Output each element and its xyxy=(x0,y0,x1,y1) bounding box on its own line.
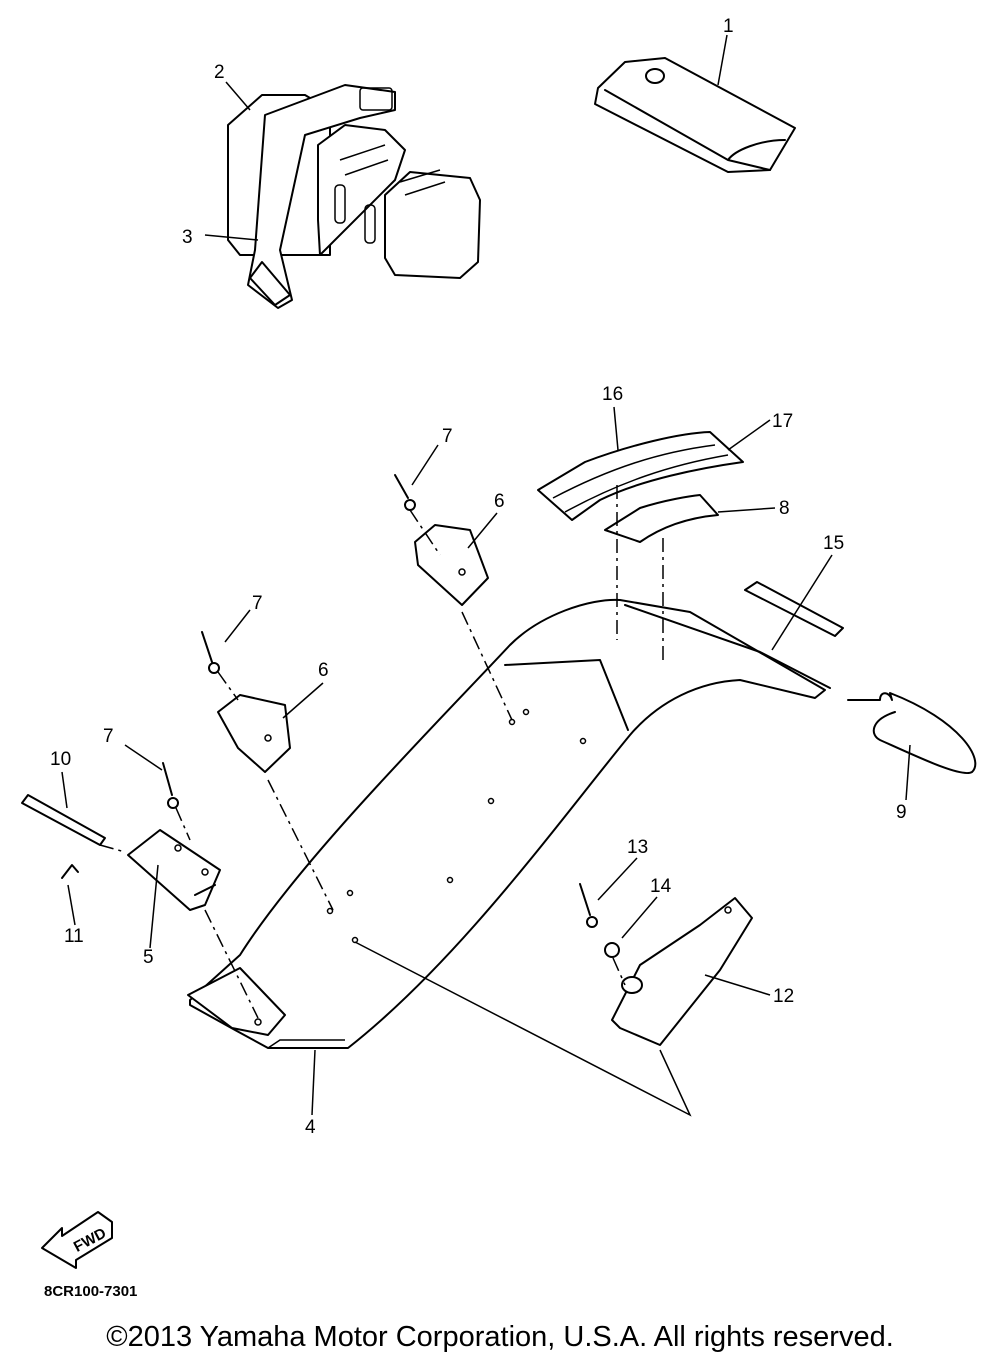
part-12-latch xyxy=(611,897,753,1046)
part-15-pad xyxy=(744,581,844,637)
callout-labels: 1 2 3 4 5 6 6 7 7 7 8 9 10 11 12 13 14 1… xyxy=(50,16,907,1138)
callout-10: 10 xyxy=(50,749,71,770)
callout-9: 9 xyxy=(896,802,907,823)
part-5-hinge-bracket xyxy=(127,829,221,911)
fwd-arrow: FWD xyxy=(41,1211,113,1269)
part-6-clip-lower xyxy=(217,694,291,773)
callout-2: 2 xyxy=(214,62,225,83)
part-3-strap xyxy=(247,84,396,309)
plate-edge-line xyxy=(354,941,692,1117)
callout-5: 5 xyxy=(143,947,154,968)
callout-14: 14 xyxy=(650,876,672,897)
callout-4: 4 xyxy=(305,1117,316,1138)
callout-17: 17 xyxy=(772,411,793,432)
callout-8: 8 xyxy=(779,498,790,519)
part-4-floor-plate xyxy=(189,598,831,1049)
part-4-hinge-lug xyxy=(187,967,286,1036)
callout-7-middle: 7 xyxy=(252,593,263,614)
callout-7-upper: 7 xyxy=(442,426,453,447)
callout-3: 3 xyxy=(182,227,193,248)
callout-16: 16 xyxy=(602,384,623,405)
callout-12: 12 xyxy=(773,986,794,1007)
callout-11: 11 xyxy=(64,926,84,947)
callout-15: 15 xyxy=(823,533,844,554)
leader-lines xyxy=(61,34,911,1116)
callout-7-lower: 7 xyxy=(103,726,114,747)
part-16-17-decal xyxy=(537,431,744,521)
part-1-pouch xyxy=(594,57,796,173)
part-14-washer xyxy=(604,942,620,958)
part-11-cotter xyxy=(61,864,79,879)
callout-6-lower: 6 xyxy=(318,660,329,681)
part-13-rivet xyxy=(579,883,598,928)
part-7-rivet-c xyxy=(162,762,179,809)
part-10-pin xyxy=(21,794,106,846)
drawing-code: 8CR100-7301 xyxy=(44,1283,137,1300)
part-7-rivet-a xyxy=(394,474,416,511)
callout-13: 13 xyxy=(627,837,648,858)
part-7-rivet-b xyxy=(201,631,220,674)
callout-6-upper: 6 xyxy=(494,491,505,512)
copyright-notice: ©2013 Yamaha Motor Corporation, U.S.A. A… xyxy=(106,1321,894,1353)
part-9-handle xyxy=(847,692,977,775)
part-8-decal xyxy=(604,494,719,543)
assembly-lines xyxy=(99,485,664,1019)
callout-1: 1 xyxy=(723,16,734,37)
